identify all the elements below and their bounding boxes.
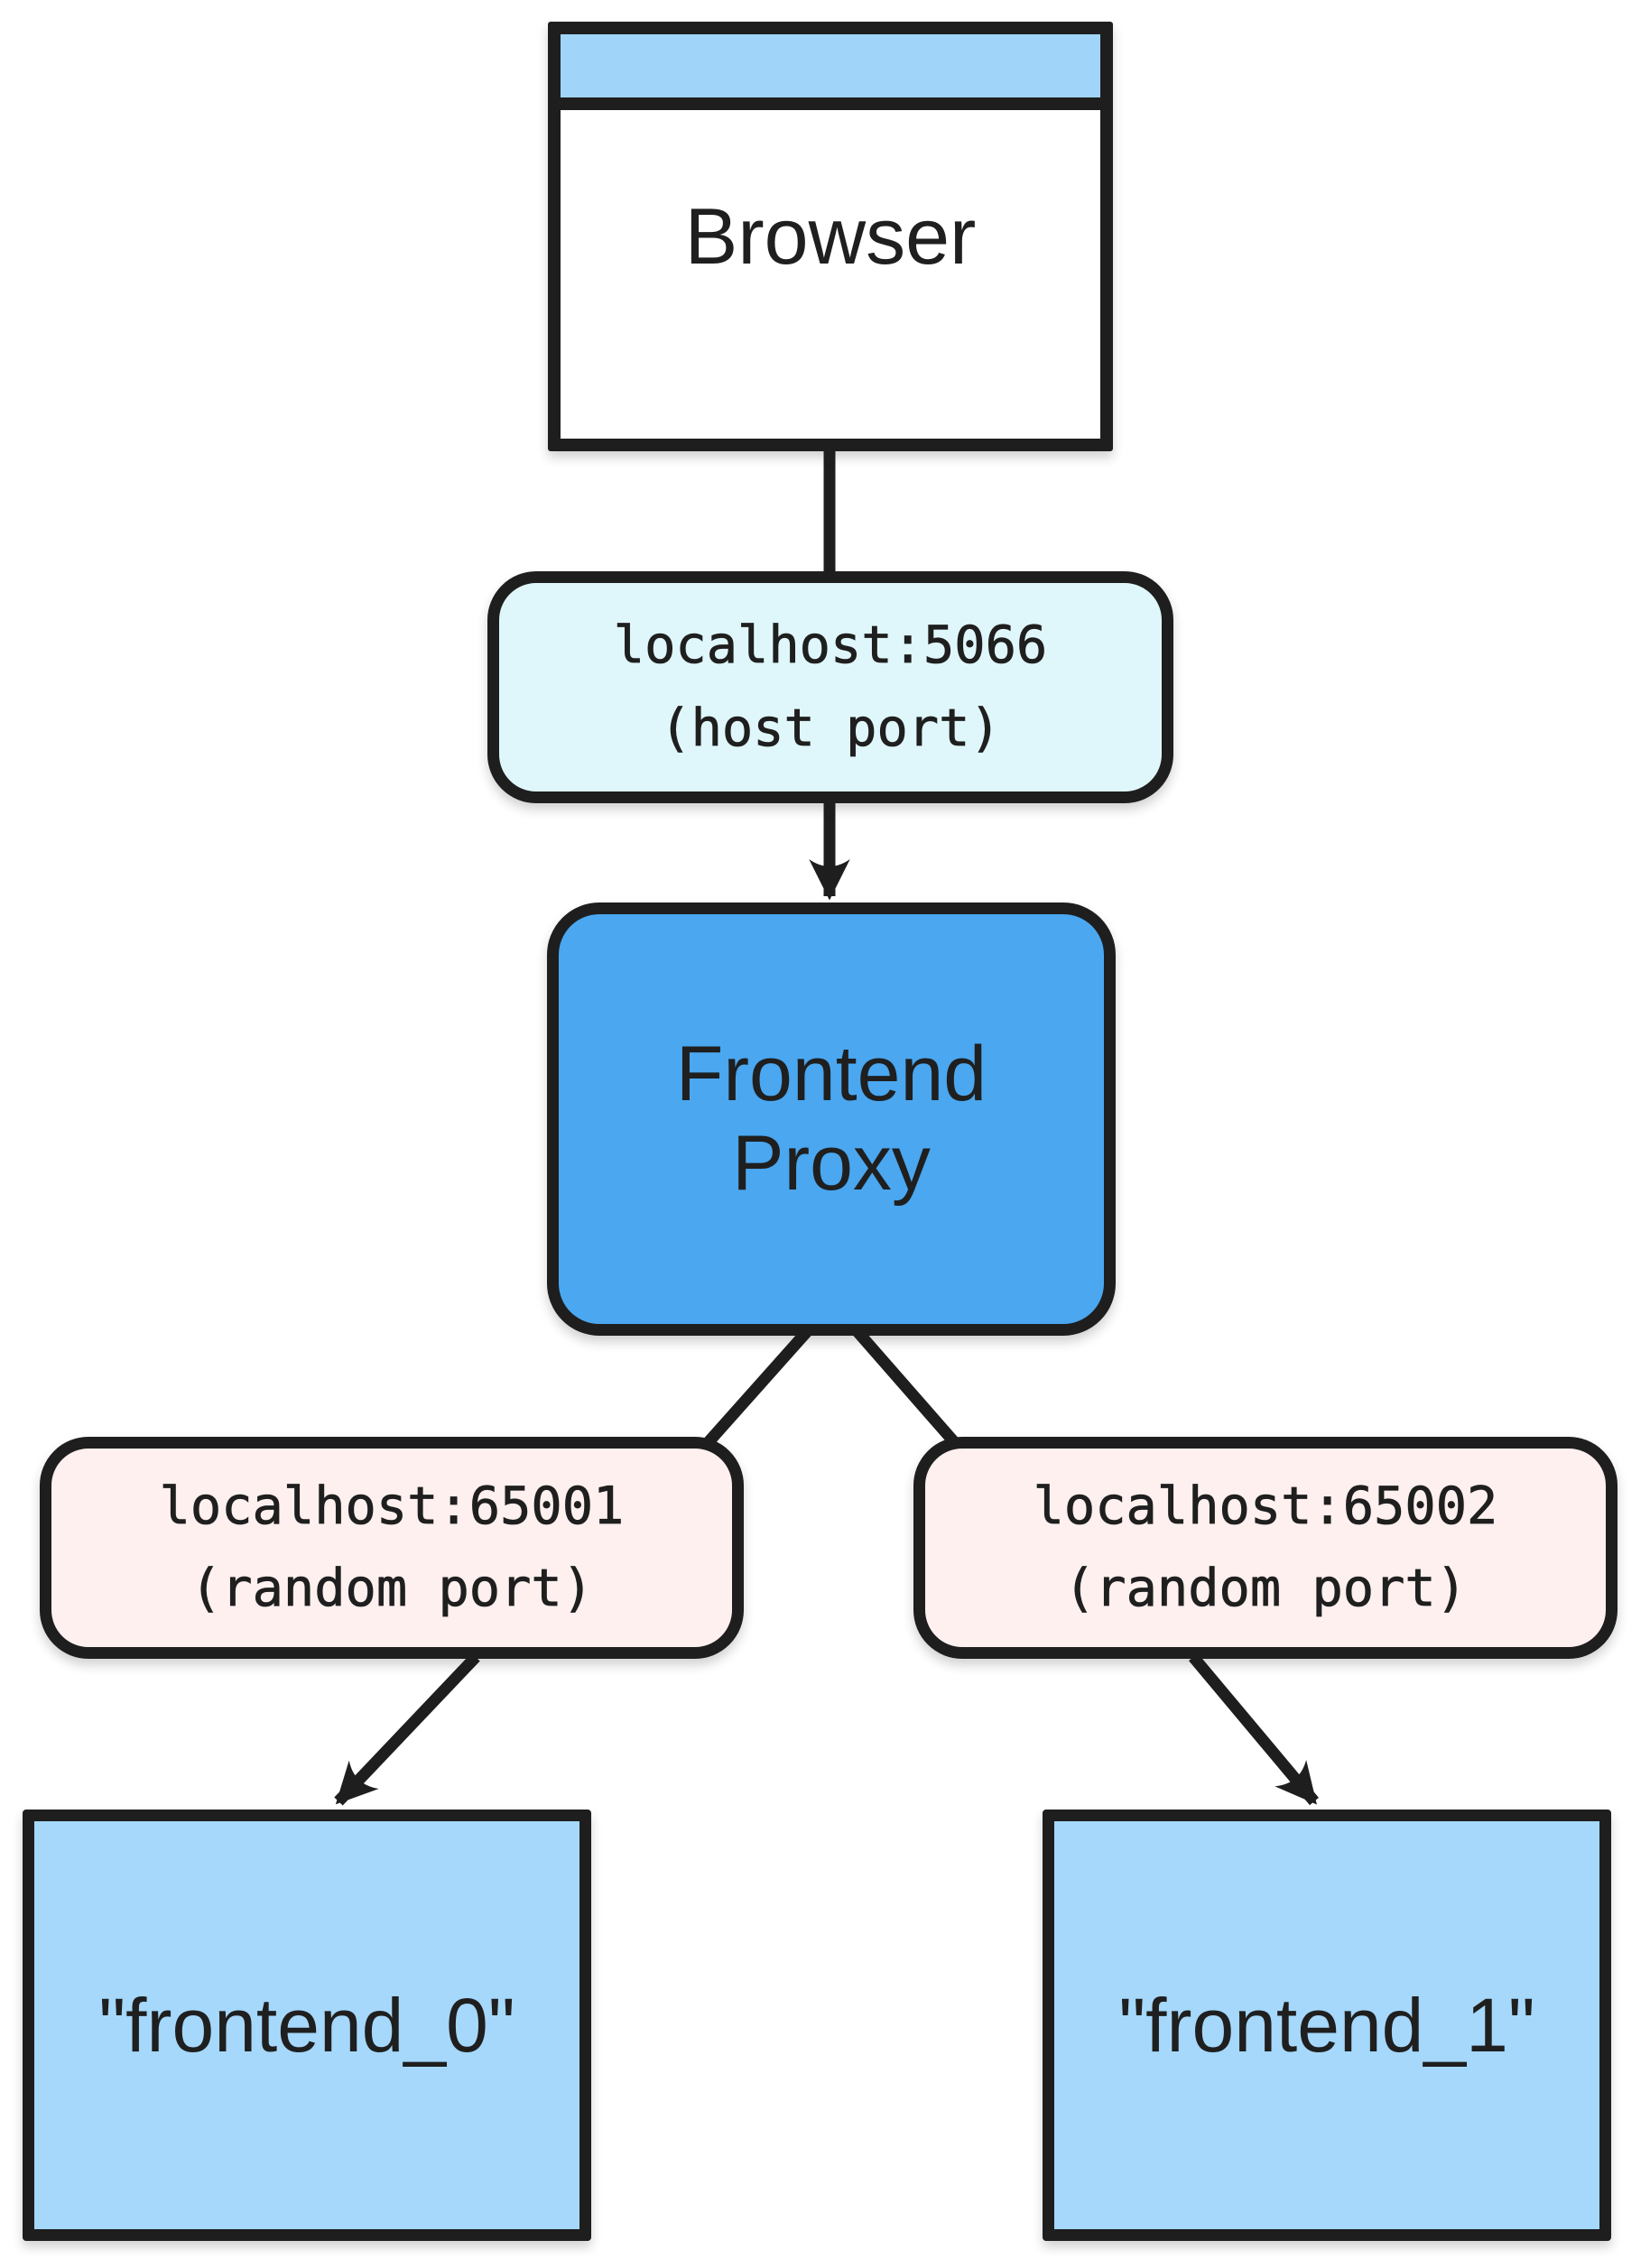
random-port-1-caption: (random port): [1063, 1559, 1468, 1619]
node-browser: Browser: [548, 22, 1113, 451]
node-random-port-1: localhost:65002 (random port): [913, 1437, 1618, 1659]
frontend-proxy-label-line1: Frontend: [675, 1031, 987, 1118]
node-frontend-0: "frontend_0": [23, 1810, 591, 2241]
frontend-proxy-label-line2: Proxy: [732, 1120, 931, 1207]
browser-label: Browser: [561, 34, 1100, 439]
random-port-0-caption: (random port): [190, 1559, 594, 1619]
host-port-caption: (host port): [660, 698, 1001, 758]
edge-proxy-randomport0: [702, 1324, 814, 1449]
browser-titlebar: [561, 34, 1100, 110]
edge-randomport0-frontend0: [334, 1652, 480, 1806]
host-port-address: localhost:5066: [613, 616, 1048, 676]
node-random-port-0: localhost:65001 (random port): [40, 1437, 744, 1659]
edge-randomport1-frontend1: [1189, 1652, 1319, 1806]
browser-label-text: Browser: [684, 191, 977, 281]
node-host-port: localhost:5066 (host port): [487, 571, 1173, 803]
node-frontend-proxy: Frontend Proxy: [547, 903, 1116, 1336]
node-frontend-1: "frontend_1": [1043, 1810, 1611, 2241]
frontend-0-label: "frontend_0": [98, 1982, 515, 2068]
random-port-1-address: localhost:65002: [1033, 1476, 1498, 1536]
random-port-0-address: localhost:65001: [159, 1476, 625, 1536]
edge-proxy-randomport1: [850, 1324, 960, 1449]
frontend-1-label: "frontend_1": [1118, 1982, 1535, 2068]
